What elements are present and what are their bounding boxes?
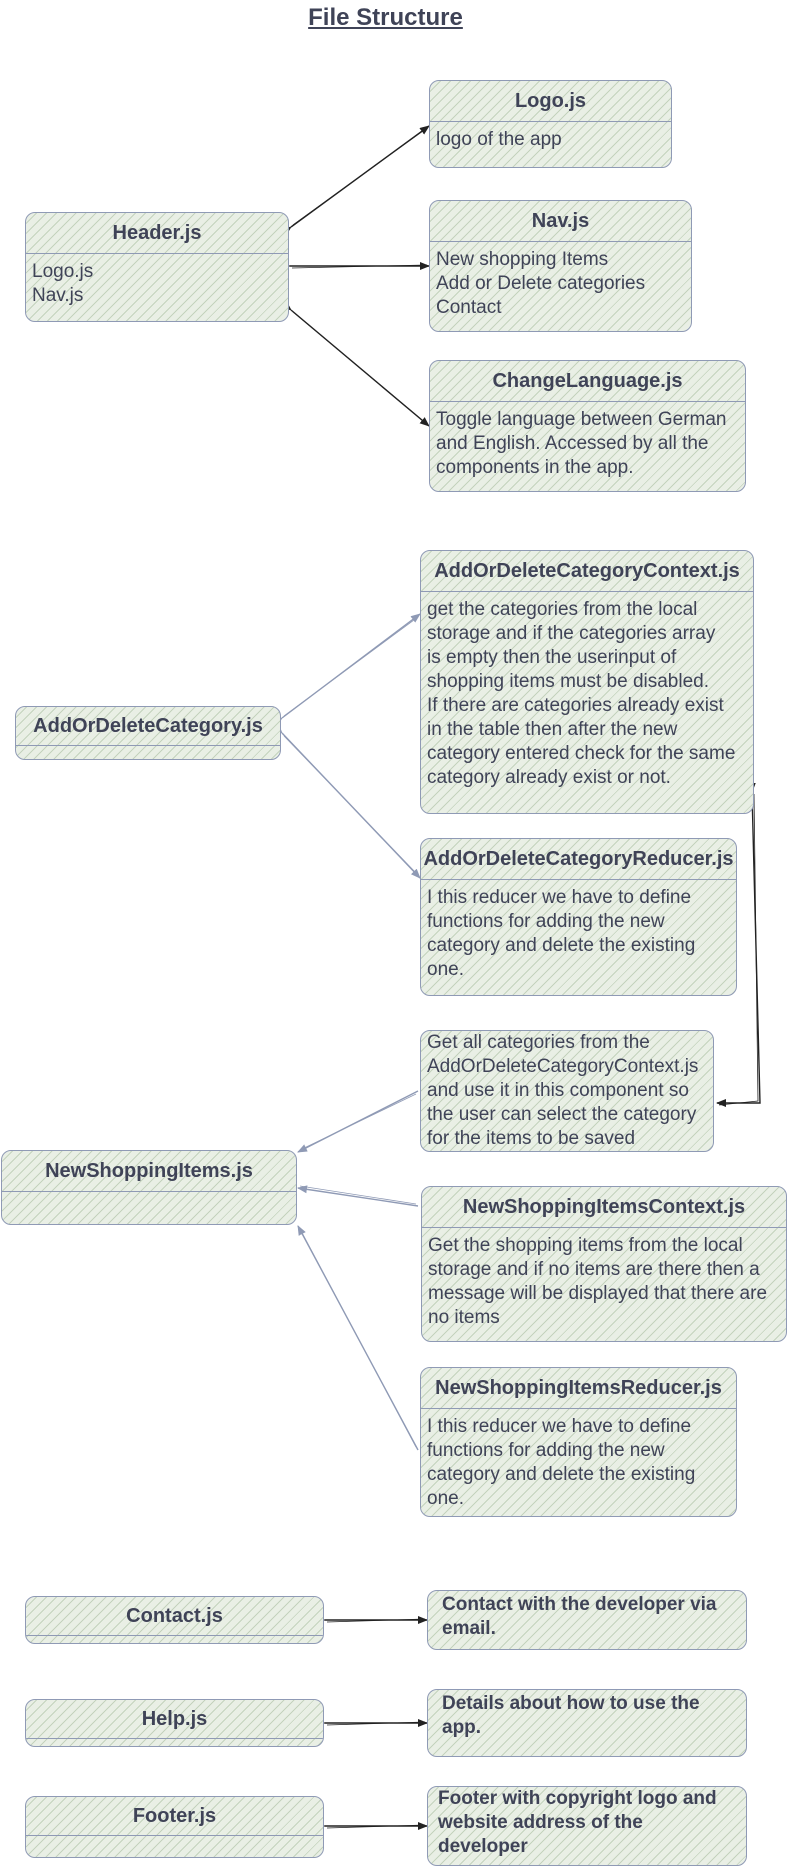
desc-line: website address of the (438, 1812, 643, 1833)
box-title: AddOrDeleteCategoryContext.js (421, 551, 753, 592)
box-line: components in the app. (436, 457, 634, 478)
box-line: logo of the app (436, 129, 562, 150)
box-line: If there are categories already exist (427, 695, 724, 716)
arrow-shoppingcontext-to-shopping (297, 1185, 419, 1207)
newshoppingitems-js-box: NewShoppingItems.js (1, 1150, 297, 1225)
box-line: storage and if the categories array (427, 623, 716, 644)
arrow-note-to-shopping (297, 1090, 419, 1153)
desc-line: Contact with the developer via (442, 1594, 717, 1615)
note-line: the user can select the category (427, 1104, 697, 1125)
box-line: message will be displayed that there are (428, 1283, 768, 1304)
box-title: Header.js (26, 213, 288, 254)
box-line: I this reducer we have to define (427, 1416, 692, 1437)
box-body: Logo.js Nav.js (26, 254, 288, 308)
newshoppingitemsreducer-js-box: NewShoppingItemsReducer.js I this reduce… (420, 1367, 737, 1517)
box-title: ChangeLanguage.js (430, 361, 745, 402)
note-line: and use it in this component so (427, 1080, 689, 1101)
desc-line: email. (442, 1618, 496, 1639)
box-title: AddOrDeleteCategory.js (16, 707, 280, 746)
footer-js-box: Footer.js (25, 1796, 324, 1858)
box-line: shopping items must be disabled. (427, 671, 709, 692)
diagram-title: File Structure (308, 4, 463, 31)
addordeletecategorycontext-js-box: AddOrDeleteCategoryContext.js get the ca… (420, 550, 754, 814)
box-line: Toggle language between German (436, 409, 727, 430)
box-title: Contact.js (26, 1597, 323, 1636)
box-line: category entered check for the same (427, 743, 736, 764)
footer-description: Footer with copyright logo and website a… (427, 1786, 747, 1866)
box-title: NewShoppingItemsReducer.js (421, 1368, 736, 1409)
addordeletecategoryreducer-js-box: AddOrDeleteCategoryReducer.js I this red… (420, 838, 737, 996)
box-line: no items (428, 1307, 500, 1328)
box-body: Toggle language between German and Engli… (430, 402, 745, 480)
box-line: category and delete the existing (427, 935, 696, 956)
box-title: AddOrDeleteCategoryReducer.js (421, 839, 736, 880)
arrow-context-to-note (716, 782, 761, 1107)
box-line: Contact (436, 297, 502, 318)
box-line: in the table then after the new (427, 719, 678, 740)
box-body: logo of the app (430, 122, 671, 152)
box-body: get the categories from the local storag… (421, 592, 753, 790)
desc-line: Footer with copyright logo and (438, 1788, 717, 1809)
box-line: is empty then the userinput of (427, 647, 677, 668)
box-line: one. (427, 1488, 464, 1509)
box-line: Add or Delete categories (436, 273, 646, 294)
box-body: Get the shopping items from the local st… (422, 1228, 786, 1330)
help-js-box: Help.js (25, 1699, 324, 1747)
box-line: functions for adding the new (427, 1440, 665, 1461)
box-line: one. (427, 959, 464, 980)
desc-line: developer (438, 1836, 528, 1857)
box-line: New shopping Items (436, 249, 609, 270)
help-description: Details about how to use the app. (427, 1689, 747, 1757)
note-line: AddOrDeleteCategoryContext.js (427, 1056, 699, 1077)
note-line: Get all categories from the (427, 1032, 650, 1053)
contact-description: Contact with the developer via email. (427, 1590, 747, 1650)
box-title: Help.js (26, 1700, 323, 1739)
box-title: Nav.js (430, 201, 691, 242)
box-line: I this reducer we have to define (427, 887, 692, 908)
category-usage-note: Get all categories from the AddOrDeleteC… (420, 1030, 714, 1152)
box-title: NewShoppingItemsContext.js (422, 1187, 786, 1228)
box-line: get the categories from the local (427, 599, 698, 620)
changelanguage-js-box: ChangeLanguage.js Toggle language betwee… (429, 360, 746, 492)
box-line: Logo.js (32, 261, 94, 282)
nav-js-box: Nav.js New shopping Items Add or Delete … (429, 200, 692, 332)
logo-js-box: Logo.js logo of the app (429, 80, 672, 168)
box-line: Nav.js (32, 285, 84, 306)
header-js-box: Header.js Logo.js Nav.js (25, 212, 289, 322)
box-line: category and delete the existing (427, 1464, 696, 1485)
box-title: Footer.js (26, 1797, 323, 1836)
box-title: Logo.js (430, 81, 671, 122)
box-line: functions for adding the new (427, 911, 665, 932)
box-title: NewShoppingItems.js (2, 1151, 296, 1192)
box-body: I this reducer we have to define functio… (421, 880, 736, 982)
newshoppingitemscontext-js-box: NewShoppingItemsContext.js Get the shopp… (421, 1186, 787, 1342)
addordeletecategory-js-box: AddOrDeleteCategory.js (15, 706, 281, 760)
desc-line: Details about how to use the (442, 1693, 700, 1714)
desc-line: app. (442, 1717, 482, 1738)
box-line: storage and if no items are there then a (428, 1259, 760, 1280)
box-line: Get the shopping items from the local (428, 1235, 743, 1256)
box-line: category already exist or not. (427, 767, 671, 788)
box-line: and English. Accessed by all the (436, 433, 709, 454)
box-body: I this reducer we have to define functio… (421, 1409, 736, 1511)
box-body: New shopping Items Add or Delete categor… (430, 242, 691, 320)
contact-js-box: Contact.js (25, 1596, 324, 1644)
note-line: for the items to be saved (427, 1128, 636, 1149)
